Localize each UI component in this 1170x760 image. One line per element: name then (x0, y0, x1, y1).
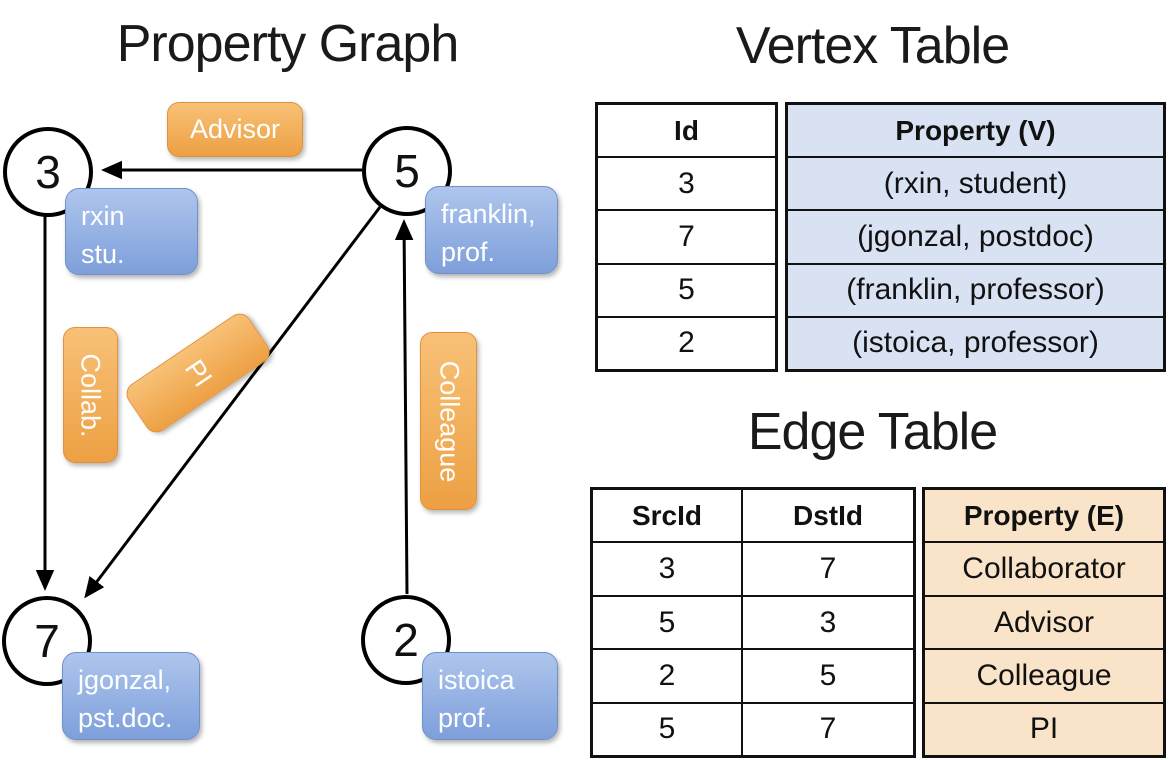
edge-table-property-cell: PI (925, 701, 1163, 755)
vertex-table-property-cell: (franklin, professor) (788, 262, 1163, 316)
vertex-node-5: 5 (362, 126, 452, 216)
edge-label-advisor: Advisor (167, 102, 303, 157)
vertex-prop-box-3: rxin stu. (65, 188, 198, 275)
vertex-table-id-cell: 2 (598, 315, 775, 369)
edge-table-dstid-cell: 7 (741, 543, 913, 595)
graph-edges-canvas (35, 160, 414, 599)
edge-table-property-cell: Advisor (925, 594, 1163, 648)
vertex-prop-box-5: franklin, prof. (425, 186, 558, 274)
edge-label-colleague: Colleague (420, 332, 477, 510)
vertex-table-title: Vertex Table (735, 17, 1010, 75)
vertex-prop-box-7: jgonzal, pst.doc. (62, 652, 200, 740)
edge-5-to-7 (84, 206, 382, 599)
graph-title: Property Graph (116, 15, 460, 73)
vertex-node-5-id: 5 (394, 145, 420, 197)
vertex-table-id-header: Id (674, 114, 699, 146)
edge-table-srcid-header: SrcId (631, 499, 703, 531)
edge-table-id-columns: SrcId DstId 3 7 5 3 2 5 5 7 (590, 487, 916, 758)
vertex-table-id-cell: 3 (598, 156, 775, 209)
edge-table-title: Edge Table (747, 403, 998, 461)
vertex-table-property-cell: (rxin, student) (788, 156, 1163, 209)
edge-label-collab: Collab. (63, 327, 118, 463)
edge-label-collab-text: Collab. (76, 352, 107, 438)
vertex-node-2-id: 2 (393, 614, 419, 666)
edge-table-dstid-header: DstId (741, 490, 913, 542)
edge-table-dstid-cell: 7 (741, 703, 913, 756)
vertex-node-2: 2 (361, 595, 451, 685)
edge-table-dstid-cell: 3 (741, 596, 913, 649)
vertex-node-3-id: 3 (35, 146, 61, 198)
edge-label-advisor-text: Advisor (189, 114, 281, 144)
vertex-prop-box-2: istoica prof. (422, 652, 558, 740)
edge-table-srcid-cell: 5 (658, 605, 676, 639)
edge-table-property-cell: Collaborator (925, 541, 1163, 594)
edge-table-property-cell: Colleague (925, 648, 1163, 701)
edge-table-srcid-cell: 3 (658, 552, 676, 586)
edge-table-srcid-cell: 5 (658, 712, 676, 746)
edge-table-dstid-cell: 5 (741, 650, 913, 702)
vertex-table-property-column: Property (V) (rxin, student) (jgonzal, p… (785, 102, 1166, 372)
vertex-table-property-cell: (jgonzal, postdoc) (788, 209, 1163, 262)
edge-label-colleague-text: Colleague (434, 360, 464, 482)
vertex-node-7-id: 7 (34, 615, 60, 667)
edge-table-srcid-cell: 2 (658, 658, 676, 692)
edge-table-property-column: Property (E) Collaborator Advisor Collea… (922, 487, 1166, 758)
edge-table-property-header: Property (E) (963, 499, 1125, 531)
edge-label-pi-text: PI (178, 353, 218, 392)
vertex-table-property-header: Property (V) (895, 114, 1056, 146)
vertex-table-id-column: Id 3 7 5 2 (595, 102, 778, 372)
vertex-table-property-cell: (istoica, professor) (788, 315, 1163, 369)
vertex-table-id-cell: 7 (598, 209, 775, 262)
edge-2-to-5 (394, 219, 414, 595)
vertex-table-id-cell: 5 (598, 262, 775, 316)
